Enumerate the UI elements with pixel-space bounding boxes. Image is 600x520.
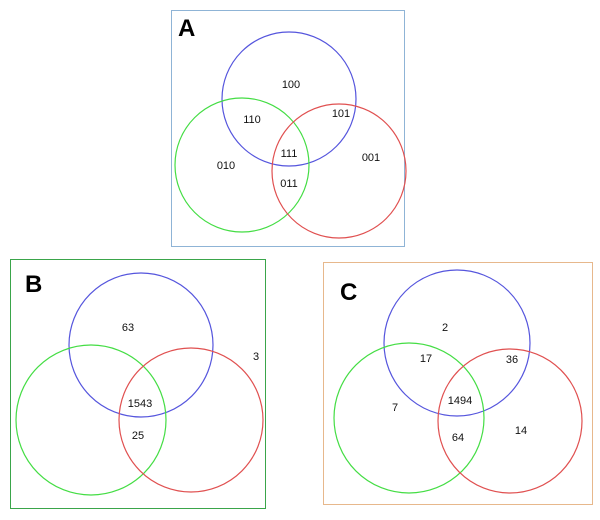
region-100-label: 63 [122,322,134,334]
circle-green [333,342,485,494]
circle-green [15,344,167,496]
circle-blue [221,31,357,167]
region-011-label: 25 [132,430,144,442]
circle-red [271,103,407,239]
region-111-label: 1494 [448,395,472,407]
panel-label: B [25,271,42,298]
region-010-label: 7 [392,402,398,414]
circle-red [437,348,583,494]
region-101-label: 101 [332,108,350,120]
venn-diagram-a: A 100 110 101 111 010 011 001 [174,15,407,239]
circle-blue [68,272,214,418]
region-011-label: 64 [452,432,464,444]
circle-red [118,347,264,493]
region-001-label: 14 [515,425,527,437]
region-001-label: 3 [253,351,259,363]
region-110-label: 17 [420,353,432,365]
panel-label: C [340,279,357,306]
venn-panel-a: A 100 110 101 111 010 011 001 [171,10,407,247]
region-111-label: 1543 [128,398,152,410]
region-011-label: 011 [280,178,298,190]
region-100-label: 100 [282,79,300,91]
panel-label: A [178,15,195,42]
region-100-label: 2 [442,322,448,334]
region-101-label: 36 [506,354,518,366]
region-110-label: 110 [243,114,261,126]
circle-blue [383,269,531,417]
venn-panel-c: C 2 17 36 1494 7 64 14 [323,262,593,505]
region-001-label: 001 [362,152,380,164]
venn-diagram-b: B 63 1543 25 3 [15,271,264,496]
region-111-label: 111 [281,148,298,160]
venn-panel-b: B 63 1543 25 3 [10,259,266,509]
region-010-label: 010 [217,160,235,172]
circle-green [174,97,310,233]
venn-diagram-c: C 2 17 36 1494 7 64 14 [333,269,583,494]
